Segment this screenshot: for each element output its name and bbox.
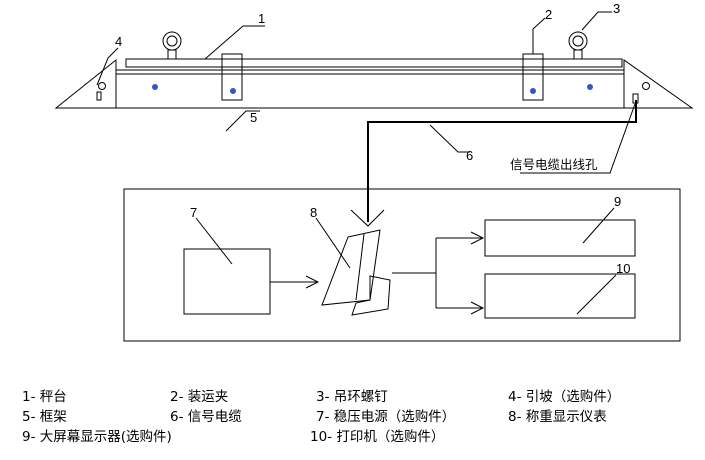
callout-1: 1 (258, 11, 265, 26)
leader-8 (315, 217, 351, 269)
legend-item: 7- 稳压电源（选购件） (316, 409, 455, 425)
shipping-clamp-left (221, 53, 243, 101)
callout-10: 10 (616, 261, 630, 276)
leader-5 (225, 110, 260, 132)
leader-1 (204, 25, 265, 60)
lifting-eye-bolt-left (162, 31, 182, 60)
leader-9 (582, 207, 615, 244)
right-ramp (623, 59, 694, 109)
callout-8: 8 (310, 205, 317, 220)
leader-6 (429, 124, 470, 153)
frame-bolt (587, 84, 593, 90)
callout-4: 4 (115, 34, 122, 49)
signal-cable (367, 100, 637, 222)
callout-9: 9 (614, 194, 621, 209)
shipping-clamp-right (522, 53, 544, 101)
leader-7 (195, 217, 233, 265)
callout-5: 5 (250, 110, 257, 125)
weighing-indicator (321, 229, 391, 316)
platform-deck (125, 58, 623, 68)
large-display-box (484, 219, 636, 257)
legend-item: 2- 装运夹 (170, 389, 228, 405)
instrument-enclosure (123, 188, 681, 342)
callout-6: 6 (466, 148, 473, 163)
legend-item: 1- 秤台 (22, 389, 67, 405)
callout-3: 3 (613, 1, 620, 16)
printer-box (484, 273, 636, 319)
weighing-platform (115, 58, 625, 109)
leader-10 (576, 274, 617, 315)
callout-7: 7 (190, 205, 197, 220)
cable-hole-label: 信号电缆出线孔 (510, 157, 598, 172)
power-supply-box (183, 248, 271, 315)
legend: 1- 秤台 2- 装运夹 3- 吊环螺钉 4- 引坡（选购件） 5- 框架 6-… (22, 389, 620, 445)
frame-bolt (152, 84, 158, 90)
lifting-eye-bolt-right (568, 31, 588, 60)
cable-entry-arrow (350, 209, 385, 227)
legend-item: 4- 引坡（选购件） (508, 389, 620, 405)
leader-2 (532, 17, 546, 54)
legend-item: 10- 打印机（选购件） (310, 428, 444, 445)
frame (115, 69, 625, 109)
left-ramp (54, 58, 117, 109)
legend-item: 9- 大屏幕显示器(选购件) (22, 429, 172, 445)
legend-item: 3- 吊环螺钉 (316, 389, 388, 405)
leader-cable-hole (520, 103, 636, 174)
legend-item: 8- 称重显示仪表 (508, 409, 607, 425)
legend-item: 5- 框架 (22, 409, 67, 425)
leader-4 (96, 47, 119, 86)
legend-item: 6- 信号电缆 (170, 409, 242, 425)
leader-3 (581, 11, 612, 31)
callout-2: 2 (545, 7, 552, 22)
